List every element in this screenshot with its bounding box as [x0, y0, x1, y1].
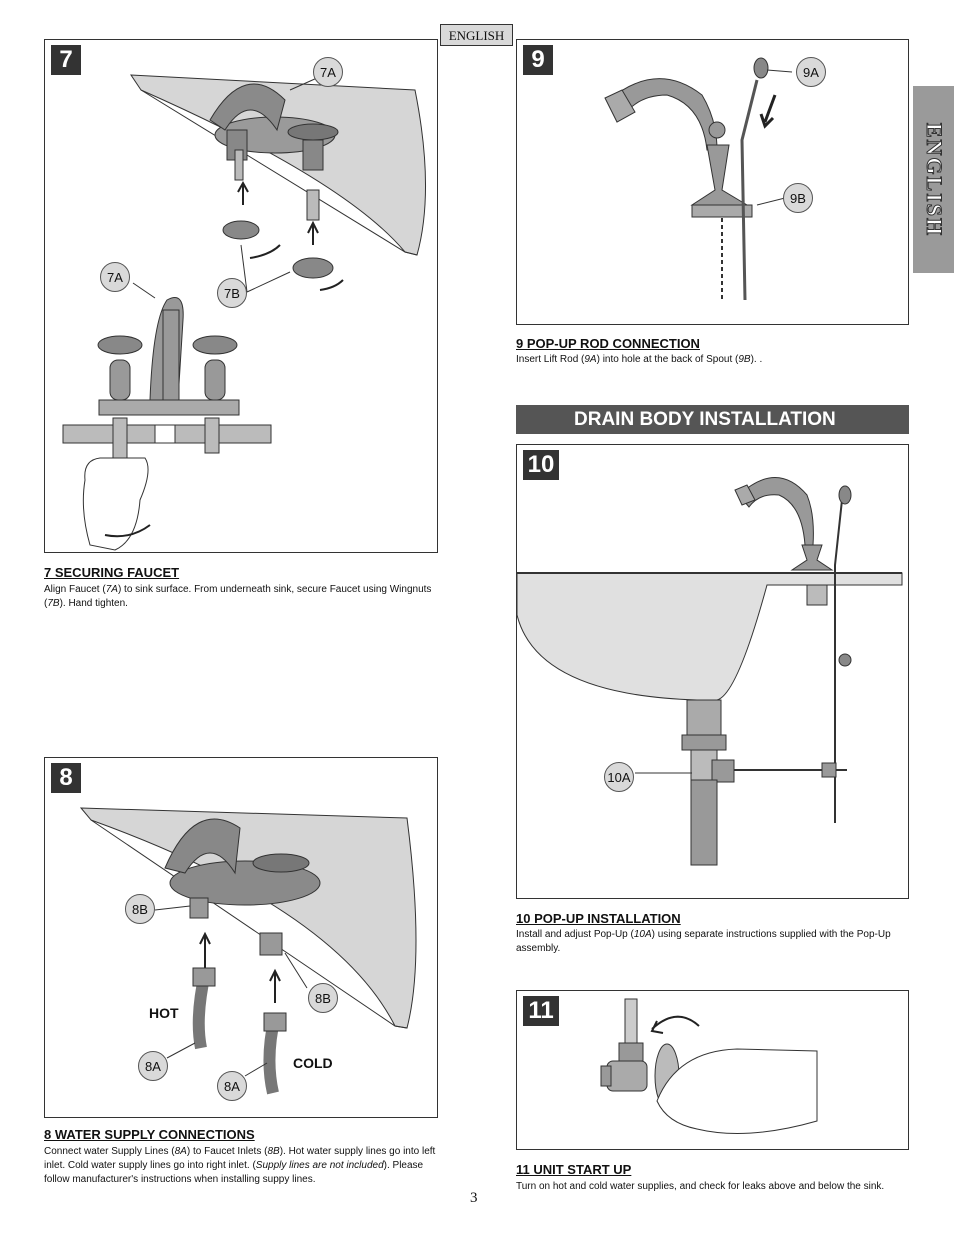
step-9-panel: 9 9A 9B: [516, 39, 909, 325]
language-label: ENGLISH: [440, 24, 513, 46]
cold-label: COLD: [293, 1055, 333, 1071]
step-7-text-2: ) to sink surface. From underneath sink,…: [44, 584, 432, 609]
step-11-illustration: [600, 998, 818, 1134]
step-8-text-2: ) to Faucet Inlets (: [186, 1146, 268, 1157]
step-7-number: 7: [51, 45, 81, 75]
callout-8a-left: 8A: [138, 1051, 168, 1081]
step-9-text-1: Insert Lift Rod (: [516, 354, 585, 365]
step-8-number: 8: [51, 763, 81, 793]
language-side-tab: ENGLISH: [913, 86, 954, 273]
step-8-text: Connect water Supply Lines (8A) to Fauce…: [44, 1145, 442, 1187]
step-8-note: Supply lines are not included: [255, 1160, 384, 1171]
step-9-number: 9: [523, 45, 553, 75]
callout-10a: 10A: [604, 762, 634, 792]
step-7-text: Align Faucet (7A) to sink surface. From …: [44, 583, 440, 611]
step-11-title: 11 UNIT START UP: [516, 1162, 632, 1177]
callout-8a-right: 8A: [217, 1071, 247, 1101]
step-10-illustration: [517, 477, 903, 866]
step-10-text: Install and adjust Pop-Up (10A) using se…: [516, 928, 914, 956]
step-9-title: 9 POP-UP ROD CONNECTION: [516, 336, 700, 351]
step-7-text-3: ). Hand tighten.: [59, 598, 128, 609]
step-9-text-2: ) into hole at the back of Spout (: [596, 354, 739, 365]
drain-body-section-title: DRAIN BODY INSTALLATION: [516, 405, 909, 434]
callout-7b: 7B: [217, 278, 247, 308]
step-8-title: 8 WATER SUPPLY CONNECTIONS: [44, 1127, 255, 1142]
step-8-text-3: ). Hot water supply lines go into left i…: [44, 1146, 436, 1171]
step-8-ref-8b: 8B: [267, 1146, 280, 1157]
step-10-text-2: ) using separate instructions supplied w…: [516, 929, 891, 954]
step-7-text-1: Align Faucet (: [44, 584, 106, 595]
page-number: 3: [470, 1190, 478, 1206]
step-7-title: 7 SECURING FAUCET: [44, 565, 180, 580]
hot-label: HOT: [149, 1005, 179, 1021]
step-7-illustration: [62, 74, 427, 551]
step-8-ref-8a: 8A: [174, 1146, 187, 1157]
step-10-ref-10a: 10A: [633, 929, 652, 940]
side-tab-label: ENGLISH: [921, 122, 947, 237]
step-9-illustration: [604, 57, 793, 301]
step-11-panel: 11: [516, 990, 909, 1150]
step-9-ref-9b: 9B: [738, 354, 751, 365]
step-7-panel: 7: [44, 39, 438, 553]
step-8-text-4: ). Please follow manufacturer's instruct…: [44, 1160, 424, 1185]
step-9-text-3: ). .: [750, 354, 763, 365]
step-10-number: 10: [523, 450, 559, 480]
callout-9b: 9B: [783, 183, 813, 213]
step-7-ref-7b: 7B: [47, 598, 60, 609]
step-8-panel: 8 8B 8B 8A 8A HOT COLD: [44, 757, 438, 1118]
step-10-text-1: Install and adjust Pop-Up (: [516, 929, 634, 940]
step-9-text: Insert Lift Rod (9A) into hole at the ba…: [516, 353, 909, 367]
step-10-title: 10 POP-UP INSTALLATION: [516, 911, 681, 926]
callout-7a-front: 7A: [100, 262, 130, 292]
step-11-number: 11: [523, 996, 559, 1026]
callout-7a-top: 7A: [313, 57, 343, 87]
callout-8b-right: 8B: [308, 983, 338, 1013]
callout-8b-left: 8B: [125, 894, 155, 924]
step-7-ref-7a: 7A: [105, 584, 118, 595]
callout-9a: 9A: [796, 57, 826, 87]
step-8-text-1: Connect water Supply Lines (: [44, 1146, 175, 1157]
step-10-panel: 10 10A: [516, 444, 909, 899]
step-11-text: Turn on hot and cold water supplies, and…: [516, 1181, 885, 1192]
step-8-illustration: [79, 807, 417, 1095]
step-9-ref-9a: 9A: [584, 354, 597, 365]
